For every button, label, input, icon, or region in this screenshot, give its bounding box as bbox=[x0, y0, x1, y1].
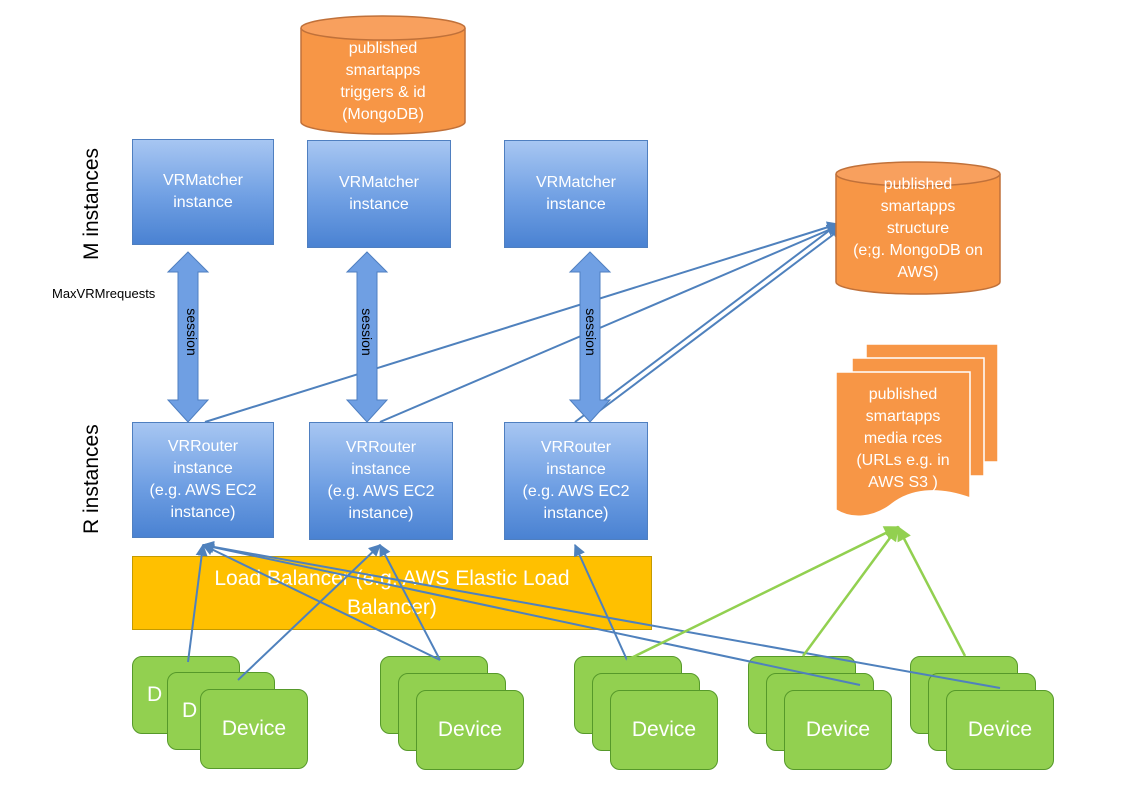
load-balancer-line-2: Balancer) bbox=[347, 596, 437, 619]
vrrouter-3-line-2: instance bbox=[546, 461, 606, 478]
triggers-db-line-4: (MongoDB) bbox=[342, 106, 424, 123]
vrmatcher-3-title: VRMatcher bbox=[535, 174, 617, 191]
device-5c-label: Device bbox=[967, 718, 1033, 741]
vrrouter-2-line-1: VRRouter bbox=[345, 439, 417, 456]
max-requests-label: MaxVRMrequests bbox=[52, 286, 156, 301]
media-line-1: published bbox=[868, 386, 938, 403]
vrrouter-1-line-2: instance bbox=[173, 460, 233, 477]
device-1b-label: D bbox=[182, 699, 198, 722]
device-1c-label: Device bbox=[221, 717, 287, 740]
m-instances-label: M instances bbox=[80, 147, 103, 260]
triggers-database bbox=[300, 15, 466, 135]
device-4c: Device bbox=[784, 690, 892, 770]
vrrouter-3-line-4: instance) bbox=[543, 505, 609, 522]
vrrouter-2-line-2: instance bbox=[351, 461, 411, 478]
vrmatcher-1-subtitle: instance bbox=[173, 194, 233, 211]
device-3c-label: Device bbox=[631, 718, 697, 741]
vrmatcher-3-subtitle: instance bbox=[546, 196, 606, 213]
structure-database bbox=[835, 161, 1001, 295]
media-documents-label: published smartapps media rces (URLs e.g… bbox=[836, 384, 970, 494]
structure-db-line-5: AWS) bbox=[897, 264, 939, 281]
device-1a-label: D bbox=[147, 683, 163, 706]
device-2c-label: Device bbox=[437, 718, 503, 741]
session-label-1: session bbox=[184, 308, 200, 356]
r-instances-label: R instances bbox=[80, 424, 103, 534]
structure-db-line-1: published bbox=[883, 176, 953, 193]
vrrouter-1-line-3: (e.g. AWS EC2 bbox=[149, 482, 257, 499]
device-5c: Device bbox=[946, 690, 1054, 770]
router3-to-structure-link bbox=[589, 227, 843, 419]
structure-db-line-3: structure bbox=[886, 220, 950, 237]
structure-db-line-4: (e;g. MongoDB on bbox=[853, 242, 983, 259]
device-2c: Device bbox=[416, 690, 524, 770]
router2-to-structure-link bbox=[379, 224, 840, 423]
vrmatcher-2-subtitle: instance bbox=[349, 196, 409, 213]
load-balancer-line-1: Load Balancer (e.g. AWS Elastic Load bbox=[214, 567, 570, 590]
session-label-2: session bbox=[359, 308, 375, 356]
media-line-4: (URLs e.g. in bbox=[856, 452, 950, 469]
device-4c-label: Device bbox=[805, 718, 871, 741]
vrmatcher-box-3: VRMatcher instance bbox=[504, 140, 648, 248]
vrrouter-3-line-1: VRRouter bbox=[540, 439, 612, 456]
vrrouter-2-line-3: (e.g. AWS EC2 bbox=[327, 483, 435, 500]
media-line-3: media rces bbox=[863, 430, 943, 447]
media-line-5: AWS S3 ) bbox=[868, 474, 938, 491]
triggers-database-label: published smartapps triggers & id (Mongo… bbox=[299, 38, 467, 126]
structure-database-label: published smartapps structure (e;g. Mong… bbox=[834, 174, 1002, 284]
router1-to-structure-link bbox=[204, 221, 840, 423]
media-documents bbox=[835, 343, 999, 517]
media-line-2: smartapps bbox=[865, 408, 941, 425]
vrrouter-box-2: VRRouter instance (e.g. AWS EC2 instance… bbox=[309, 422, 453, 540]
triggers-db-line-2: smartapps bbox=[345, 62, 421, 79]
triggers-db-line-3: triggers & id bbox=[340, 84, 426, 101]
vrmatcher-1-title: VRMatcher bbox=[162, 172, 244, 189]
vrrouter-2-line-4: instance) bbox=[348, 505, 414, 522]
vrrouter-3-line-3: (e.g. AWS EC2 bbox=[522, 483, 630, 500]
session-label-3: session bbox=[583, 308, 599, 356]
vrrouter-1-line-1: VRRouter bbox=[167, 438, 239, 455]
device-3c: Device bbox=[610, 690, 718, 770]
router3-to-structure-link-2 bbox=[574, 223, 839, 423]
vrmatcher-box-1: VRMatcher instance bbox=[132, 139, 274, 245]
vrrouter-box-1: VRRouter instance (e.g. AWS EC2 instance… bbox=[132, 422, 274, 538]
load-balancer: Load Balancer (e.g. AWS Elastic Load Bal… bbox=[132, 556, 652, 630]
vrmatcher-box-2: VRMatcher instance bbox=[307, 140, 451, 248]
vrrouter-box-3: VRRouter instance (e.g. AWS EC2 instance… bbox=[504, 422, 648, 540]
structure-db-line-2: smartapps bbox=[880, 198, 956, 215]
triggers-db-line-1: published bbox=[348, 40, 418, 57]
vrrouter-1-line-4: instance) bbox=[170, 504, 236, 521]
device-1c: Device bbox=[200, 689, 308, 769]
vrmatcher-2-title: VRMatcher bbox=[338, 174, 420, 191]
